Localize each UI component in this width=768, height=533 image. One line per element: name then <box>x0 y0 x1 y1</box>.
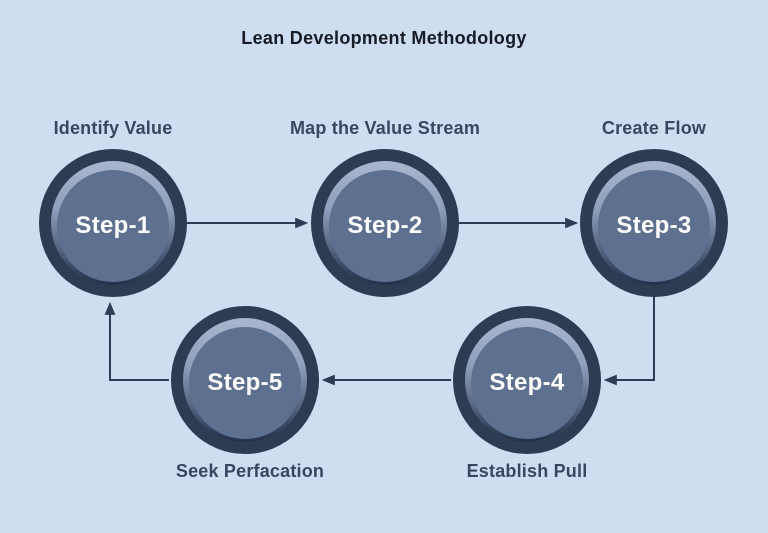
node-face: Step-4 <box>471 327 583 439</box>
node-step-2: Step-2 <box>311 149 459 297</box>
node-step-3: Step-3 <box>580 149 728 297</box>
caption-establish-pull: Establish Pull <box>466 461 588 481</box>
step-4-label: Step-4 <box>489 369 565 396</box>
node-step-1: Step-1 <box>39 149 187 297</box>
step-3-label: Step-3 <box>616 212 692 239</box>
caption-create-flow: Create Flow <box>601 118 707 138</box>
node-step-4: Step-4 <box>453 306 601 454</box>
caption-map-value-stream: Map the Value Stream <box>289 118 481 138</box>
node-face: Step-5 <box>189 327 301 439</box>
diagram-title: Lean Development Methodology <box>241 28 527 48</box>
caption-seek-perfacation: Seek Perfacation <box>175 461 325 481</box>
step-2-label: Step-2 <box>347 212 423 239</box>
arrow-step3-step4 <box>603 296 655 386</box>
node-face: Step-3 <box>598 170 710 282</box>
caption-identify-value: Identify Value <box>53 118 173 138</box>
step-1-label: Step-1 <box>75 212 151 239</box>
node-face: Step-1 <box>57 170 169 282</box>
arrow-step5-step1 <box>104 301 169 381</box>
step-5-label: Step-5 <box>207 369 283 396</box>
node-face: Step-2 <box>329 170 441 282</box>
node-step-5: Step-5 <box>171 306 319 454</box>
